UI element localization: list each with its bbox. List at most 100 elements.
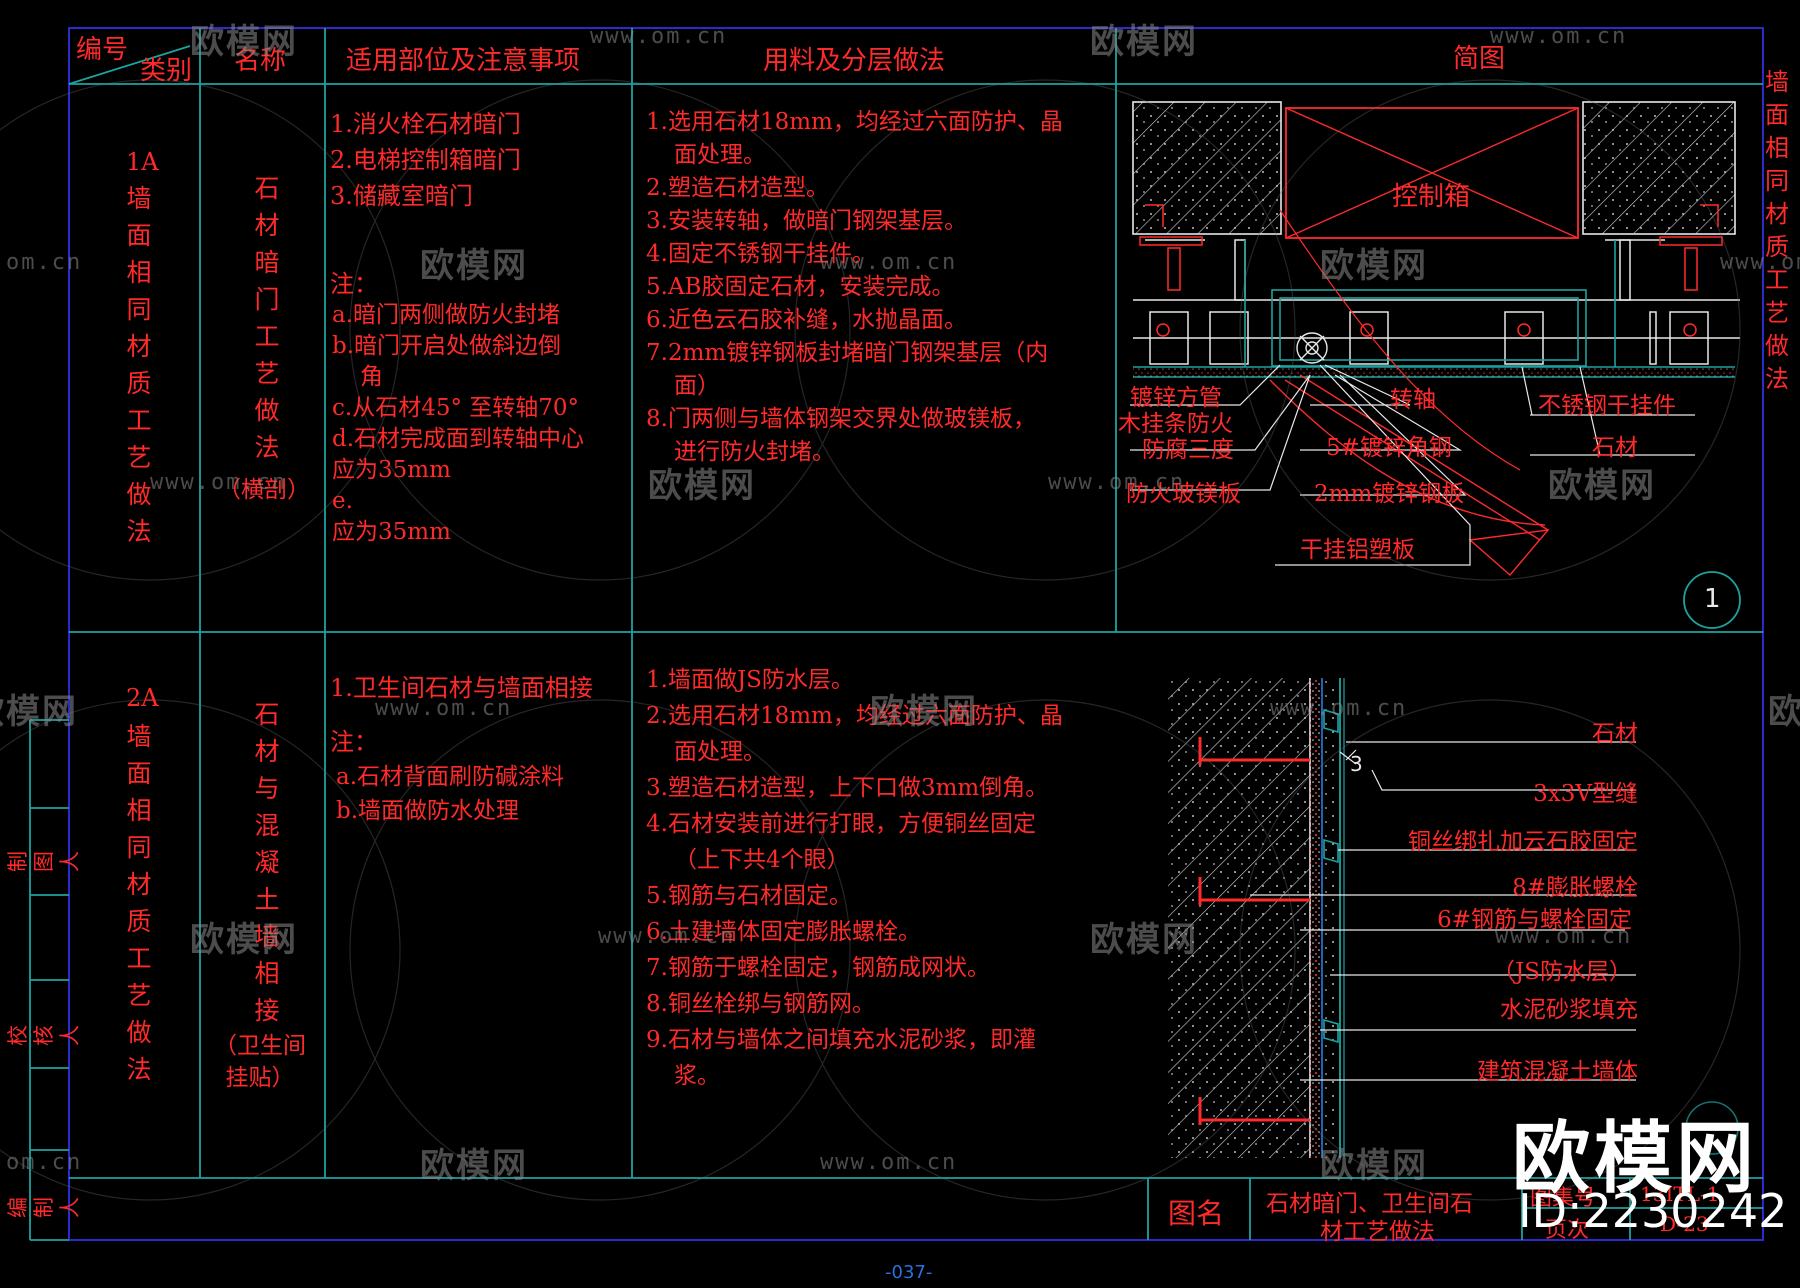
watermark-logo: 欧模网 — [1320, 246, 1428, 286]
watermark-url: www.om.cn — [1048, 470, 1186, 495]
label-steel-plate: 2mm镀锌钢板 — [1314, 481, 1465, 507]
label-anticorrosion: 防腐三度 — [1142, 437, 1234, 463]
list-item: 进行防火封堵。 — [674, 439, 835, 465]
list-item: 应为35mm — [332, 519, 451, 545]
row1-method-list: 1.选用石材18mm，均经过六面防护、晶 面处理。 2.塑造石材造型。 3.安装… — [646, 106, 1063, 469]
detail-callout-number: 1 — [1704, 584, 1721, 614]
label-stainless-hanger: 不锈钢干挂件 — [1538, 393, 1676, 419]
watermark-logo: 欧模网 — [1548, 466, 1656, 506]
list-item: 面处理。 — [674, 739, 766, 765]
sidebar-checker: 校核人 — [6, 1025, 82, 1046]
list-item: 面） — [674, 373, 720, 399]
watermark-id: ID:2230242 — [1518, 1184, 1788, 1238]
watermark-big-logo: 欧模网 — [1512, 1114, 1759, 1204]
list-item: 7.2mm镀锌钢板封堵暗门钢架基层（内 — [646, 340, 1049, 366]
list-item: c.从石材45° 至转轴70° — [332, 395, 580, 421]
sketch-side-note: 墙面相同材质工艺做法 — [1765, 68, 1789, 393]
list-item: （上下共4个眼） — [674, 847, 850, 873]
watermark-url: www.om.cn — [598, 924, 736, 949]
titleblock-atlas-no: 13ITL-1 — [1640, 1182, 1720, 1206]
watermark-logo: 欧模网 — [420, 246, 528, 286]
row2-code: 2A — [126, 684, 159, 712]
label-rebar: 6#钢筋与螺栓固定 — [1437, 907, 1632, 933]
list-item: 1.墙面做JS防水层。 — [646, 667, 854, 693]
page-number: -037- — [885, 1262, 933, 1283]
list-item: 角 — [360, 364, 383, 390]
list-item: 2.塑造石材造型。 — [646, 175, 829, 201]
control-box-label: 控制箱 — [1392, 182, 1471, 212]
watermark-url: om.cn — [6, 250, 83, 275]
watermark-url: www.om.cn — [1490, 24, 1628, 49]
label-aluminum-panel: 干挂铝塑板 — [1300, 537, 1415, 563]
list-item: 2.电梯控制箱暗门 — [330, 146, 521, 174]
watermark-logo: 欧模网 — [1090, 22, 1198, 62]
list-item: 4.固定不锈钢干挂件。 — [646, 241, 875, 267]
label-js-waterproof: （JS防水层） — [1492, 959, 1632, 985]
sidebar-drawer: 制图人 — [6, 851, 82, 872]
row1-code: 1A — [126, 148, 159, 176]
list-item: 6.土建墙体固定膨胀螺栓。 — [646, 919, 921, 945]
list-item: 1.卫生间石材与墙面相接 — [330, 674, 593, 702]
list-item: 5.钢筋与石材固定。 — [646, 883, 852, 909]
sidebar-editor: 编制人 — [6, 1197, 82, 1218]
header-method: 用料及分层做法 — [763, 46, 946, 76]
header-category: 类别 — [140, 56, 193, 86]
watermark-url: www.om.cn — [820, 1150, 958, 1175]
list-item: b.暗门开启处做斜边倒 — [332, 333, 562, 359]
watermark-url: www.om.cn — [1270, 696, 1408, 721]
row2-name-sub: （卫生间挂贴） — [214, 1033, 306, 1091]
list-item: a.石材背面刷防碱涂料 — [336, 764, 565, 790]
list-item: 4.石材安装前进行打眼，方便铜丝固定 — [646, 811, 1036, 837]
sketch-wet-hang-section — [1168, 678, 1739, 1158]
watermark-logo: 欧模网 — [420, 1146, 528, 1186]
label-galvanized-tube: 镀锌方管 — [1130, 385, 1222, 411]
titleblock-atlas-label: 图集号 — [1530, 1186, 1597, 1211]
watermark-logo: 欧模网 — [1320, 1146, 1428, 1186]
list-item: 8.铜丝栓绑与钢筋网。 — [646, 991, 875, 1017]
row1-notes-title: 注： — [330, 270, 378, 298]
watermark-circles — [0, 79, 1741, 1201]
row2-notes-list: a.石材背面刷防碱涂料 b.墙面做防水处理 — [336, 760, 564, 828]
titleblock-name-label: 图名 — [1168, 1197, 1225, 1230]
list-item: 2.选用石材18mm，均经过六面防护、晶 — [646, 703, 1063, 729]
row2-name: 石材与混凝土墙相接 — [254, 700, 280, 1025]
titleblock-page-label: 页次 — [1545, 1218, 1590, 1243]
row1-name-sub: （横剖） — [218, 477, 310, 503]
label-mortar: 水泥砂浆填充 — [1500, 997, 1638, 1023]
label-wood-strip: 木挂条防火 — [1118, 411, 1233, 437]
list-item: 8.门两侧与墙体钢架交界处做玻镁板， — [646, 406, 1036, 432]
watermark-url: www.om.cn — [1720, 250, 1800, 275]
watermark-url: www.om.cn — [590, 24, 728, 49]
label-v-joint: 3x3V型缝 — [1533, 781, 1638, 807]
list-item: 应为35mm — [332, 457, 451, 483]
detail-callout-circle — [1683, 571, 1741, 629]
row1-category: 墙面相同材质工艺做法 — [126, 184, 152, 546]
watermark-logo: 欧模网 — [190, 920, 298, 960]
label-copper-wire: 铜丝绑扎加云石胶固定 — [1408, 829, 1638, 855]
list-item: 浆。 — [674, 1063, 720, 1089]
table-grid — [29, 28, 1763, 1241]
watermark-logo: 欧模网 — [0, 692, 78, 732]
watermark-logo: 欧模网 — [190, 22, 298, 62]
label-concrete-wall: 建筑混凝土墙体 — [1477, 1059, 1638, 1085]
watermark-url: www.om.cn — [375, 696, 513, 721]
list-item: 3.安装转轴，做暗门钢架基层。 — [646, 208, 967, 234]
list-item: 3.塑造石材造型，上下口做3mm倒角。 — [646, 775, 1049, 801]
label-angle-steel: 5#镀锌角钢 — [1326, 435, 1452, 461]
titleblock-name-line2: 材工艺做法 — [1320, 1219, 1435, 1245]
list-item: 9.石材与墙体之间填充水泥砂浆，即灌 — [646, 1027, 1036, 1053]
titleblock-page-no: D-23 — [1660, 1212, 1709, 1236]
dimension-3: 3 — [1350, 752, 1363, 776]
watermark-logo: 欧模网 — [870, 692, 978, 732]
row1-name: 石材暗门工艺做法 — [254, 174, 280, 462]
header-scope: 适用部位及注意事项 — [346, 46, 581, 76]
row2-scope-list: 1.卫生间石材与墙面相接 — [330, 668, 593, 703]
table-frame — [68, 27, 1764, 1241]
watermark-logo: 欧模网 — [1090, 920, 1198, 960]
row1-notes-list: a.暗门两侧做防火封堵 b.暗门开启处做斜边倒 角 c.从石材45° 至转轴70… — [332, 300, 584, 548]
watermark-url: om.cn — [6, 1150, 83, 1175]
list-item: 面处理。 — [674, 142, 766, 168]
label-fire-board: 防火玻镁板 — [1126, 481, 1241, 507]
list-item: b.墙面做防水处理 — [336, 798, 520, 824]
watermark-url: www.om.cn — [1495, 924, 1633, 949]
